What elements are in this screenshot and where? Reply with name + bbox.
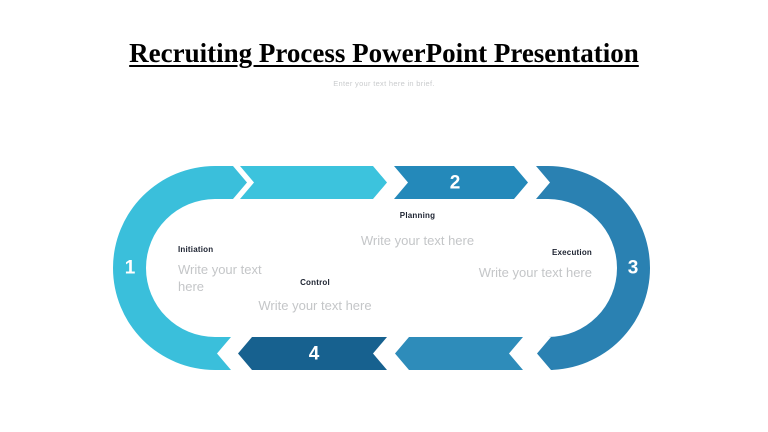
step-3-number: 3	[627, 257, 639, 279]
slide-subtitle: Enter your text here in brief.	[333, 79, 435, 88]
slide-title: Recruiting Process PowerPoint Presentati…	[129, 38, 639, 68]
chevron-step-2	[394, 166, 528, 199]
step-1-number: 1	[124, 257, 136, 279]
step-4-placeholder: Write your text here	[258, 298, 372, 313]
step-1-label: Initiation	[178, 245, 214, 254]
step-2-label: Planning	[399, 211, 436, 220]
arc-step-1	[113, 166, 247, 370]
step-3-placeholder: Write your text here	[478, 265, 592, 280]
chevron-step-4	[238, 337, 387, 370]
step-3-label: Execution	[551, 248, 592, 257]
step-1-placeholder: Write your text here	[178, 262, 262, 294]
step-2-placeholder: Write your text here	[360, 233, 475, 248]
chevron-connector-top	[240, 166, 387, 199]
step-2-number: 2	[449, 172, 461, 194]
step-4-label: Control	[300, 278, 330, 287]
step-4-number: 4	[308, 343, 320, 365]
chevron-connector-bottom	[395, 337, 523, 370]
arc-step-3	[536, 166, 650, 370]
